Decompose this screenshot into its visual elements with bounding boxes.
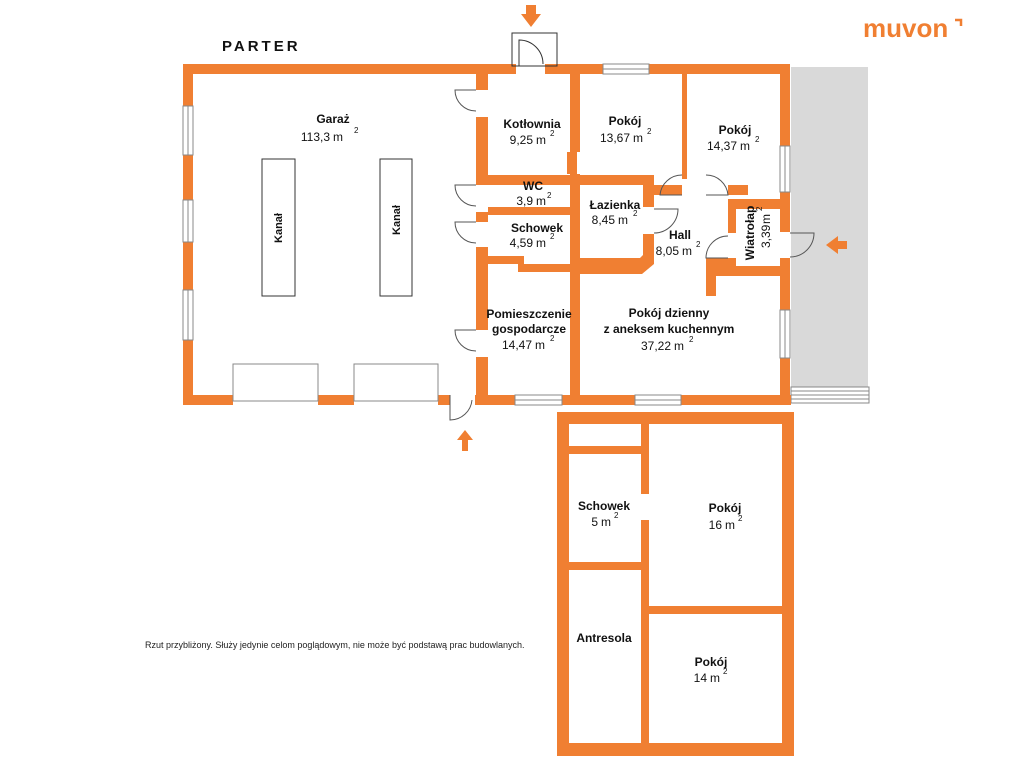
unit-sup: 2 <box>550 129 555 138</box>
unit-sup: 2 <box>738 514 743 523</box>
room-hall-name: Hall <box>669 228 691 242</box>
unit: m <box>536 133 546 147</box>
canal-left-label: Kanał <box>273 213 285 243</box>
room-pokoj-a-area: 13,67 <box>600 131 630 145</box>
upper-floor-walls <box>557 412 794 756</box>
unit: m <box>633 131 643 145</box>
room-dzienny-name-1: Pokój dzienny <box>629 306 710 320</box>
unit: m <box>535 338 545 352</box>
room-schowek-upper-area: 5 <box>591 515 598 529</box>
brand-logo: muvon <box>863 13 948 43</box>
room-garaz-name: Garaż <box>316 112 349 126</box>
disclaimer-note: Rzut przybliżony. Służy jedynie celom po… <box>145 640 525 650</box>
unit-sup: 2 <box>633 209 638 218</box>
room-wiatrolap-area: 3,39 <box>759 224 773 248</box>
room-antresola-name: Antresola <box>576 631 632 645</box>
unit: m <box>601 515 611 529</box>
room-pokoj-d-area: 14 <box>694 671 708 685</box>
room-pokoj-c-area: 16 <box>709 518 723 532</box>
unit-sup: 2 <box>647 127 652 136</box>
unit-sup: 2 <box>755 206 764 211</box>
unit: m <box>536 194 546 208</box>
room-lazienka-name: Łazienka <box>590 198 641 212</box>
unit: m <box>674 339 684 353</box>
garage-canals <box>261 158 413 297</box>
room-wc-name: WC <box>523 179 543 193</box>
entrance-arrows <box>457 5 847 451</box>
room-gospodarcze-name-2: gospodarcze <box>492 322 566 336</box>
room-wc-area: 3,9 <box>516 194 533 208</box>
windows <box>182 63 791 406</box>
unit-sup: 2 <box>354 126 359 135</box>
ground-floor-walls <box>183 64 791 405</box>
room-pokoj-b-area: 14,37 <box>707 139 737 153</box>
unit: m <box>725 518 735 532</box>
room-hall-area: 8,05 <box>656 244 680 258</box>
room-pokoj-b-name: Pokój <box>719 123 752 137</box>
room-garaz-area: 113,3 <box>301 130 330 144</box>
room-dzienny-area: 37,22 <box>641 339 671 353</box>
room-gospodarcze-area: 14,47 <box>502 338 532 352</box>
unit-sup: 2 <box>696 240 701 249</box>
terrace <box>791 67 868 389</box>
unit-sup: 2 <box>550 232 555 241</box>
canal-right <box>379 158 413 297</box>
canal-left <box>261 158 296 297</box>
room-wiatrolap-name: Wiatrołap <box>743 206 757 261</box>
entrance-porch <box>511 32 558 67</box>
unit-sup: 2 <box>689 335 694 344</box>
floor-title: PARTER <box>222 38 301 55</box>
logo-mark-icon <box>955 18 963 26</box>
unit: m <box>740 139 750 153</box>
arrow-up-icon <box>457 430 473 451</box>
room-schowek-name: Schowek <box>511 221 563 235</box>
canal-right-label: Kanał <box>391 205 403 235</box>
room-schowek-area: 4,59 <box>510 236 534 250</box>
unit: m <box>333 130 343 144</box>
room-lazienka-area: 8,45 <box>592 213 616 227</box>
unit-sup: 2 <box>614 511 619 520</box>
unit: m <box>682 244 692 258</box>
room-dzienny-name-2: z aneksem kuchennym <box>604 322 735 336</box>
unit: m <box>618 213 628 227</box>
arrow-left-icon <box>826 236 847 254</box>
unit-sup: 2 <box>550 334 555 343</box>
unit: m <box>710 671 720 685</box>
room-schowek-upper-name: Schowek <box>578 499 630 513</box>
room-kotlownia-name: Kotłownia <box>503 117 561 131</box>
room-pokoj-a-name: Pokój <box>609 114 642 128</box>
room-pokoj-d-name: Pokój <box>695 655 728 669</box>
unit: m <box>759 214 773 224</box>
unit-sup: 2 <box>723 667 728 676</box>
room-pokoj-c-name: Pokój <box>709 501 742 515</box>
unit: m <box>536 236 546 250</box>
doors <box>449 89 815 421</box>
arrow-down-icon <box>521 5 541 27</box>
unit-sup: 2 <box>755 135 760 144</box>
room-kotlownia-area: 9,25 <box>510 133 534 147</box>
room-gospodarcze-name-1: Pomieszczenie <box>486 307 572 321</box>
unit-sup: 2 <box>547 191 552 200</box>
